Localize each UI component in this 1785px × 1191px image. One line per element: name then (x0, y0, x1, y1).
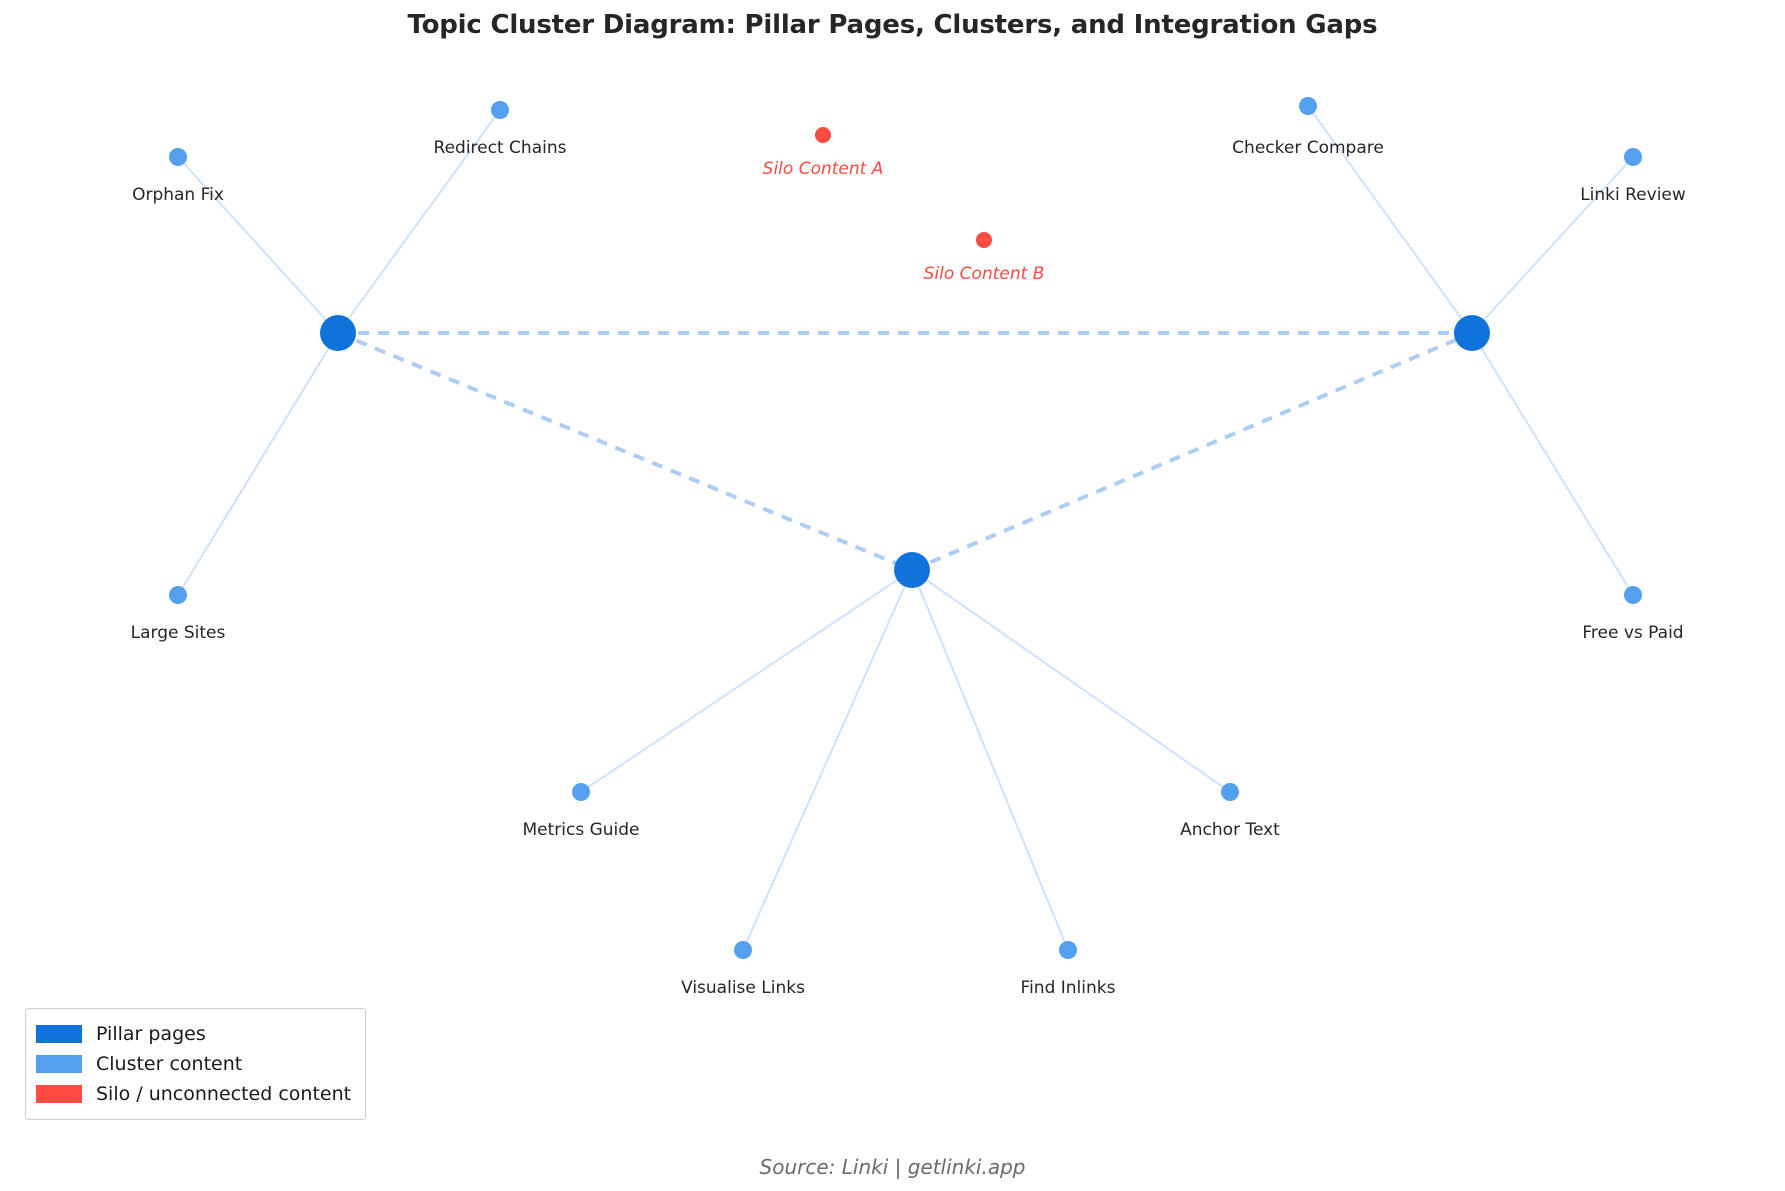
graph-edge-pillar_right-to-free_vs_paid (1471, 332, 1634, 596)
graph-node-pillar_right[interactable] (1454, 315, 1490, 351)
legend: Pillar pages Cluster content Silo / unco… (25, 1008, 367, 1120)
graph-edge-pillar_right-to-checker_compare (1307, 105, 1473, 334)
graph-node-linki_review[interactable] (1624, 148, 1642, 166)
source-caption: Source: Linki | getlinki.app (759, 1155, 1026, 1179)
graph-node-find_inlinks[interactable] (1059, 941, 1077, 959)
graph-edge-pillar_right-to-linki_review (1471, 156, 1634, 334)
graph-node-silo_a[interactable] (815, 127, 831, 143)
graph-node-free_vs_paid[interactable] (1624, 586, 1642, 604)
legend-label-cluster: Cluster content (96, 1053, 243, 1075)
edges-layer (177, 105, 1634, 951)
graph-edge-pillar_center-to-visualise_links (742, 569, 913, 951)
graph-node-silo_b[interactable] (976, 232, 992, 248)
nodes-layer (169, 97, 1642, 959)
graph-edge-pillar_center-to-find_inlinks (911, 569, 1069, 951)
legend-item-pillar: Pillar pages (36, 1019, 351, 1049)
graph-node-visualise_links[interactable] (734, 941, 752, 959)
graph-edge-pillar_left-to-pillar_center (337, 331, 913, 572)
page-title: Topic Cluster Diagram: Pillar Pages, Clu… (407, 10, 1378, 40)
graph-node-pillar_left[interactable] (320, 315, 356, 351)
graph-node-anchor_text[interactable] (1221, 783, 1239, 801)
legend-swatch-silo (36, 1085, 82, 1103)
legend-swatch-pillar (36, 1025, 82, 1043)
legend-item-silo: Silo / unconnected content (36, 1079, 351, 1109)
graph-edge-pillar_left-to-orphan_fix (177, 156, 339, 334)
graph-node-redirect_chains[interactable] (491, 101, 509, 119)
graph-edge-pillar_center-to-anchor_text (911, 569, 1231, 793)
legend-item-cluster: Cluster content (36, 1049, 351, 1079)
graph-edge-pillar_left-to-redirect_chains (337, 109, 501, 334)
graph-node-pillar_center[interactable] (894, 552, 930, 588)
graph-edge-pillar_left-to-large_sites (177, 332, 339, 596)
graph-edge-pillar_center-to-pillar_right (911, 331, 1473, 572)
legend-label-silo: Silo / unconnected content (96, 1083, 352, 1105)
graph-node-checker_compare[interactable] (1299, 97, 1317, 115)
graph-edge-pillar_center-to-metrics_guide (580, 569, 913, 793)
graph-node-orphan_fix[interactable] (169, 148, 187, 166)
graph-node-metrics_guide[interactable] (572, 783, 590, 801)
legend-label-pillar: Pillar pages (96, 1023, 206, 1045)
legend-swatch-cluster (36, 1055, 82, 1073)
graph-node-large_sites[interactable] (169, 586, 187, 604)
